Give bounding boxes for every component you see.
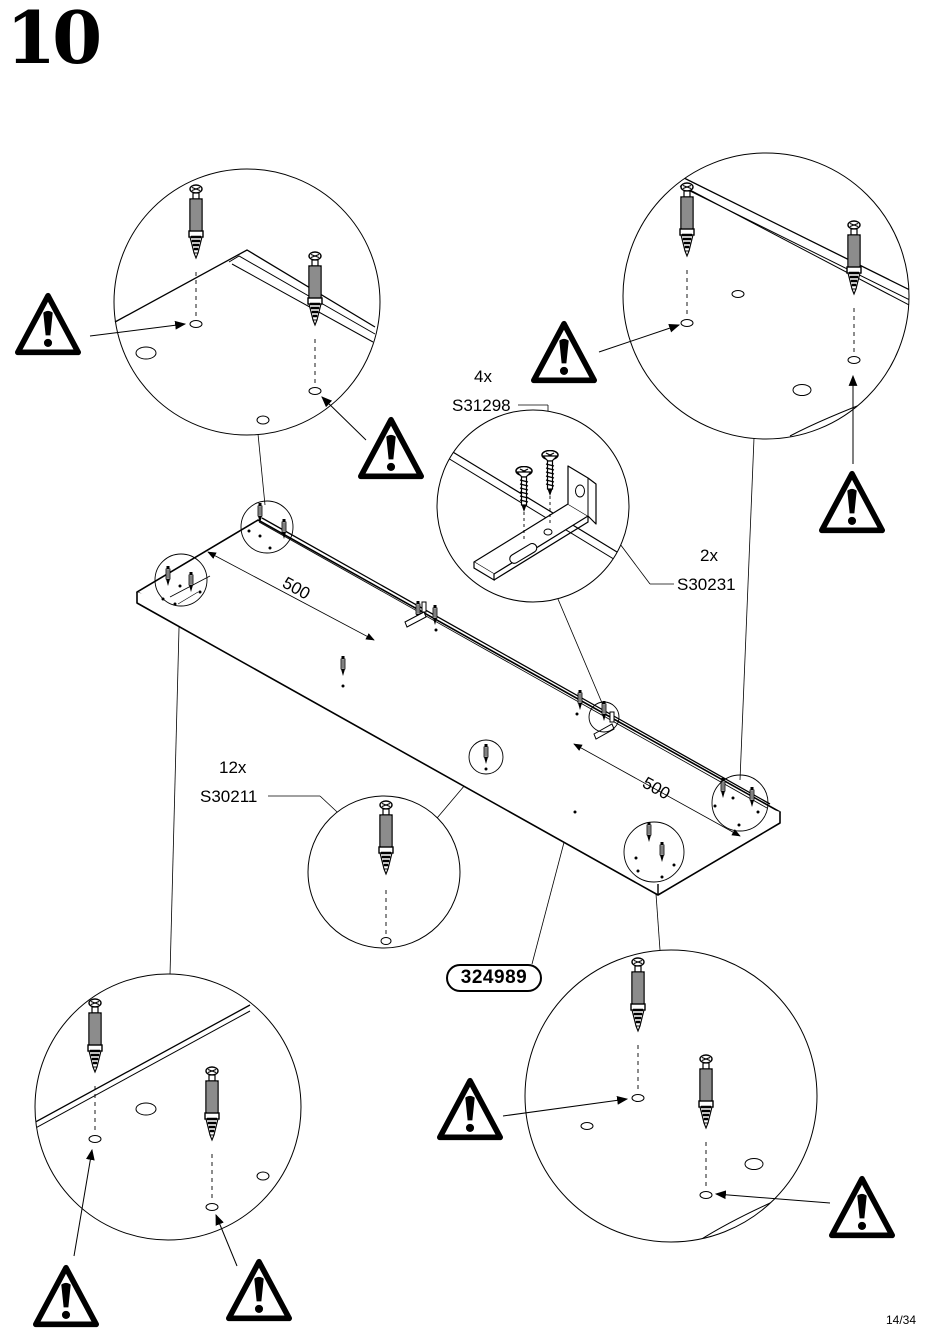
warning-icon xyxy=(832,1179,892,1236)
dowel-code: S30211 xyxy=(200,788,257,805)
warning-icon xyxy=(229,1262,289,1319)
warning-icon xyxy=(440,1081,500,1138)
warning-icon xyxy=(18,296,78,353)
detail-top-left xyxy=(114,169,380,435)
warning-icon xyxy=(36,1268,96,1325)
detail-middle xyxy=(308,796,460,948)
dowel-qty: 12x xyxy=(219,759,246,776)
bracket-code: S30231 xyxy=(677,576,736,593)
warning-icon xyxy=(822,474,882,531)
detail-bracket xyxy=(437,410,640,602)
bracket-screw-qty: 4x xyxy=(474,368,492,385)
panel-part-number: 324989 xyxy=(446,964,542,992)
bracket-qty: 2x xyxy=(700,547,718,564)
bracket-screw-code: S31298 xyxy=(452,397,511,414)
warning-icon xyxy=(534,324,594,381)
detail-bottom-left xyxy=(30,974,301,1240)
page-number: 14/34 xyxy=(886,1313,916,1327)
step-number: 10 xyxy=(6,2,98,74)
warning-icon xyxy=(361,420,421,477)
detail-top-right xyxy=(623,153,930,439)
